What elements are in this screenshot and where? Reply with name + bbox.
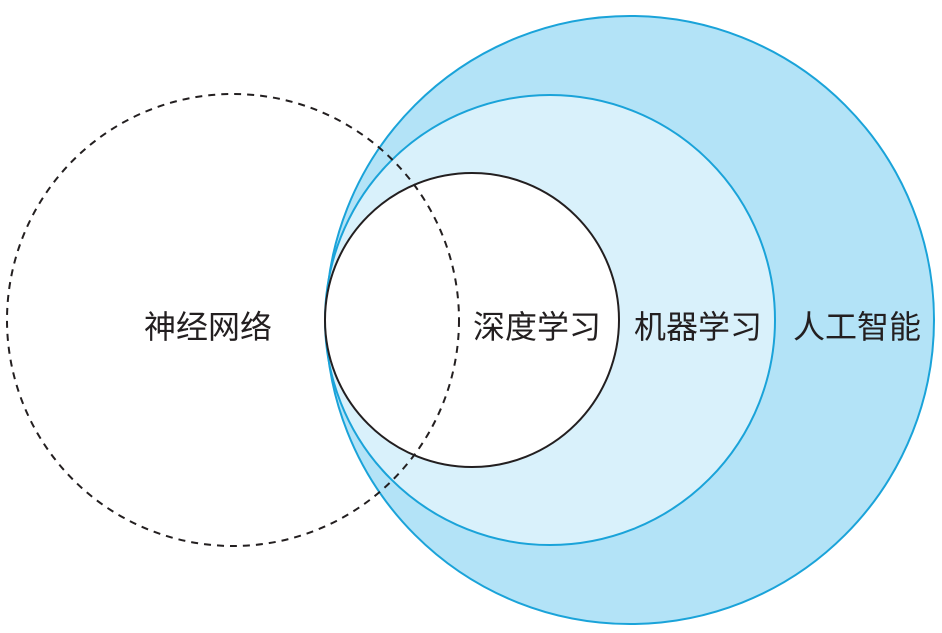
nn-label: 神经网络: [144, 308, 272, 346]
ai-label: 人工智能: [793, 308, 921, 346]
dl-circle: [324, 172, 620, 468]
ml-label: 机器学习: [634, 308, 762, 346]
nn-circle: [6, 93, 460, 547]
dl-label: 深度学习: [473, 308, 601, 346]
